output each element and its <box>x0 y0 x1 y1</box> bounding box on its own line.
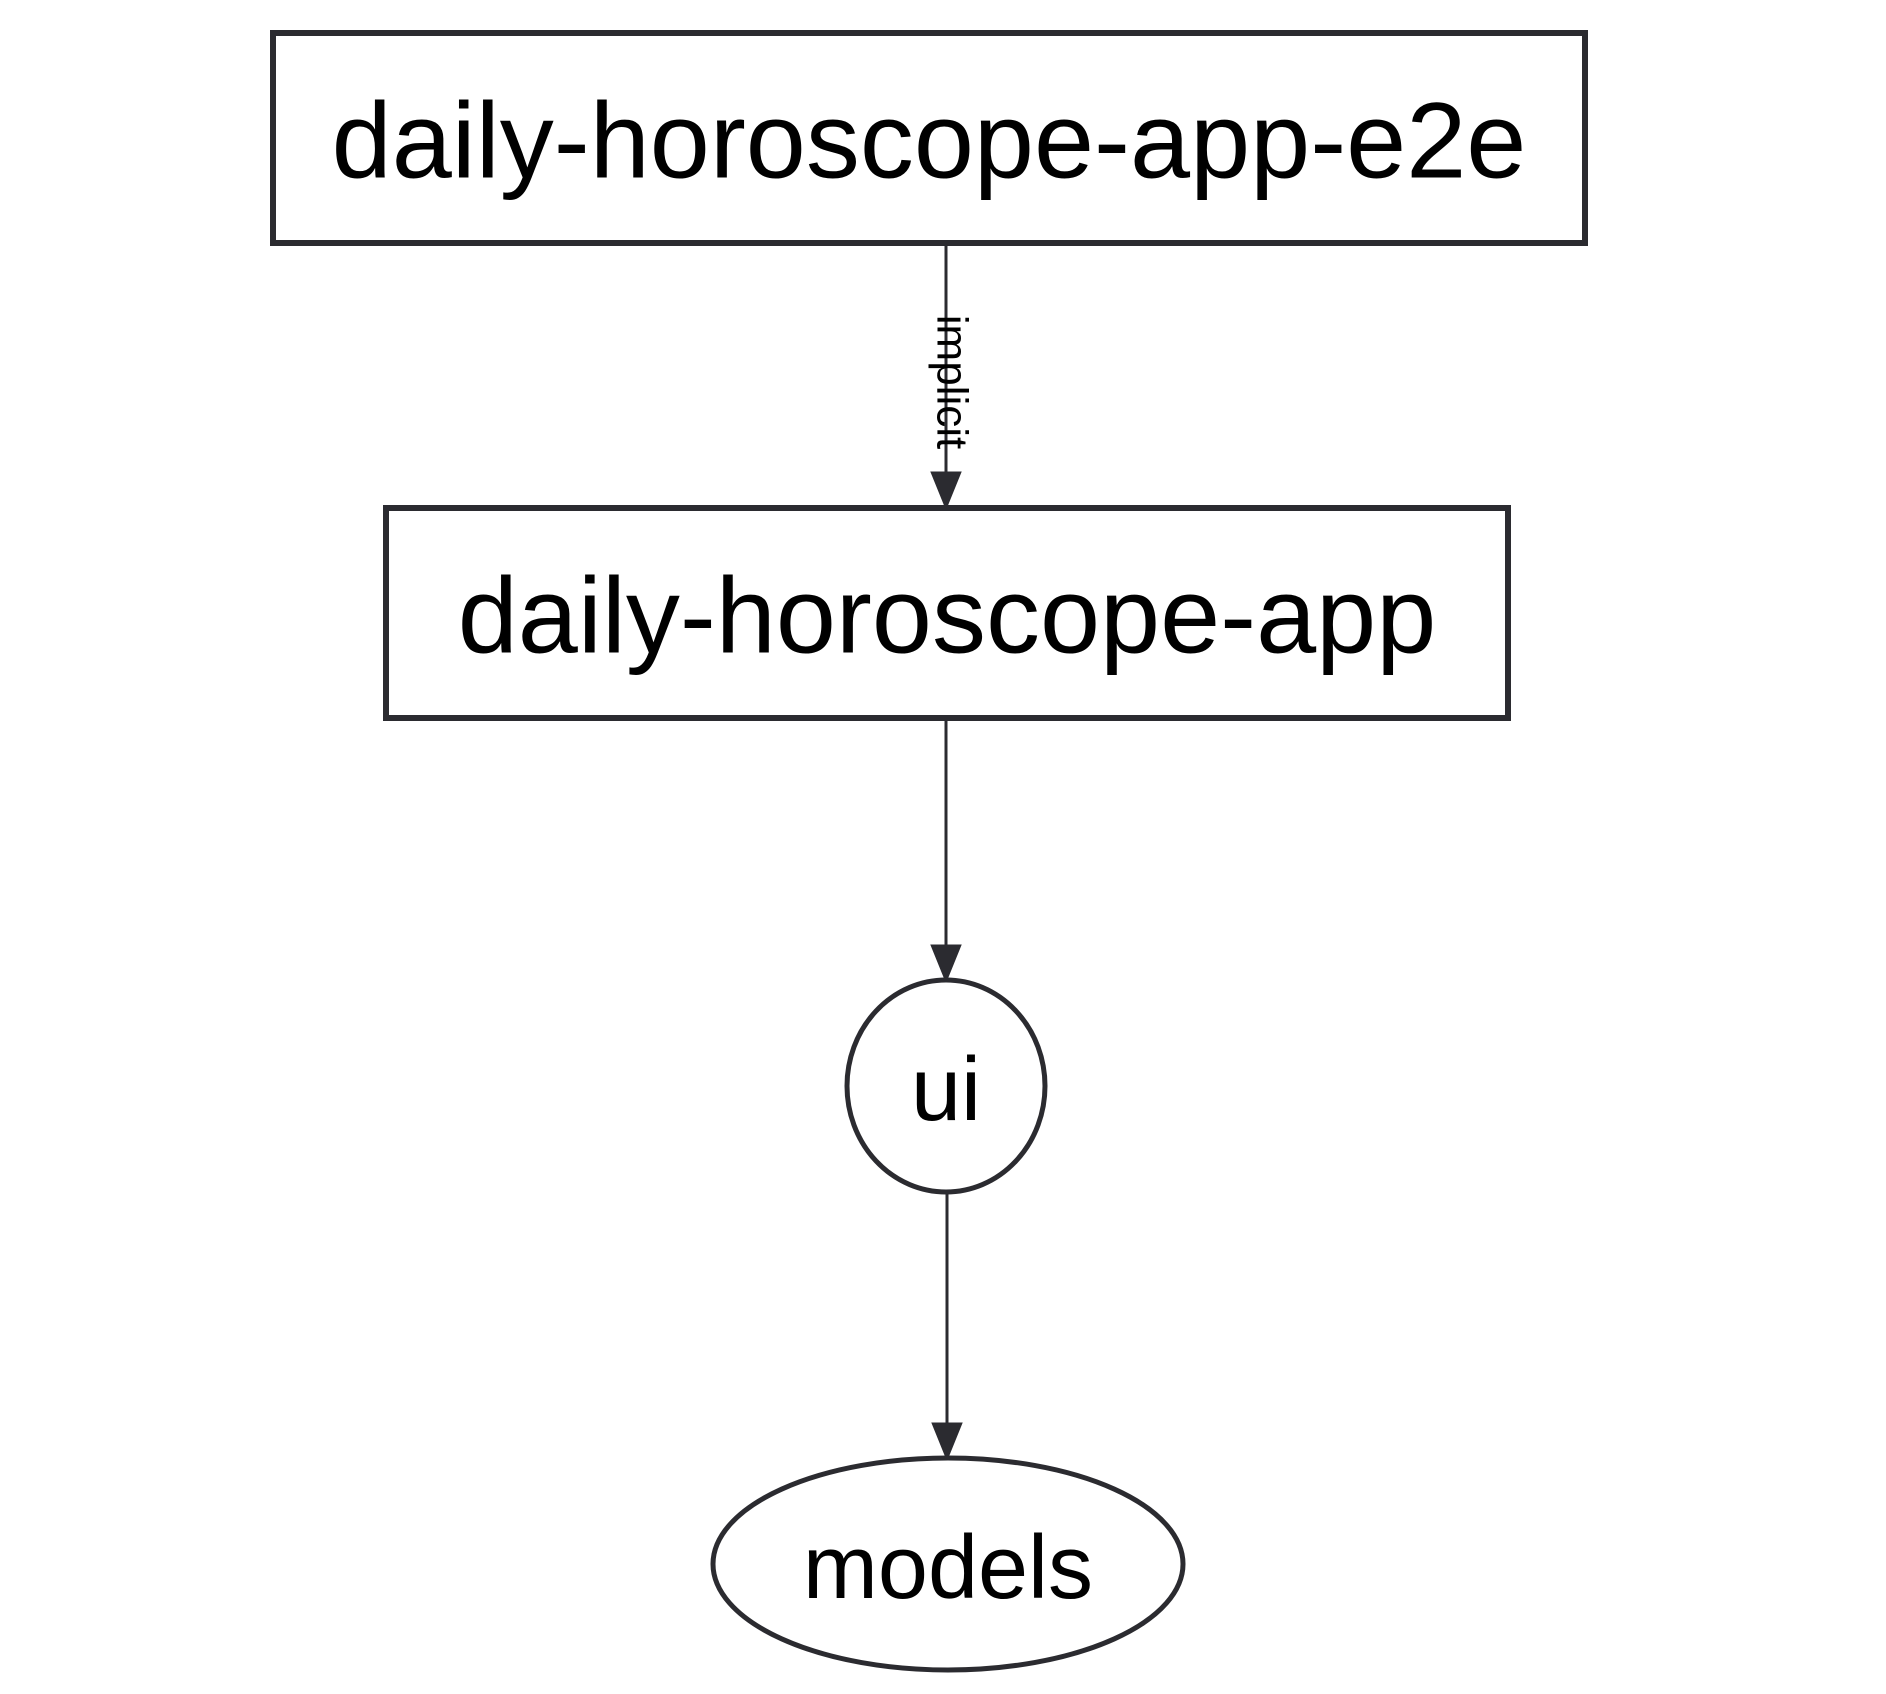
node-ellipse-ui <box>844 977 1048 1195</box>
node-box-e2e <box>270 30 1588 246</box>
node-label-ui: ui <box>911 1040 981 1140</box>
edge-e2e-to-app[interactable]: implicit <box>928 243 977 511</box>
arrowhead-app-to-ui <box>930 944 962 984</box>
node-label-app: daily-horoscope-app <box>458 555 1437 676</box>
arrowhead-e2e-to-app <box>930 471 962 511</box>
node-label-models: models <box>803 1518 1093 1618</box>
edge-app-to-ui[interactable] <box>930 718 962 984</box>
edge-label-implicit: implicit <box>928 315 977 449</box>
arrowhead-ui-to-models <box>931 1422 963 1462</box>
node-label-e2e: daily-horoscope-app-e2e <box>332 80 1527 201</box>
node-daily-horoscope-app-e2e[interactable]: daily-horoscope-app-e2e <box>270 30 1588 246</box>
node-daily-horoscope-app[interactable]: daily-horoscope-app <box>383 505 1511 721</box>
node-box-app <box>383 505 1511 721</box>
node-models[interactable]: models <box>710 1455 1186 1673</box>
edge-ui-to-models[interactable] <box>931 1192 963 1462</box>
node-ui[interactable]: ui <box>844 977 1048 1195</box>
node-ellipse-models <box>710 1455 1186 1673</box>
